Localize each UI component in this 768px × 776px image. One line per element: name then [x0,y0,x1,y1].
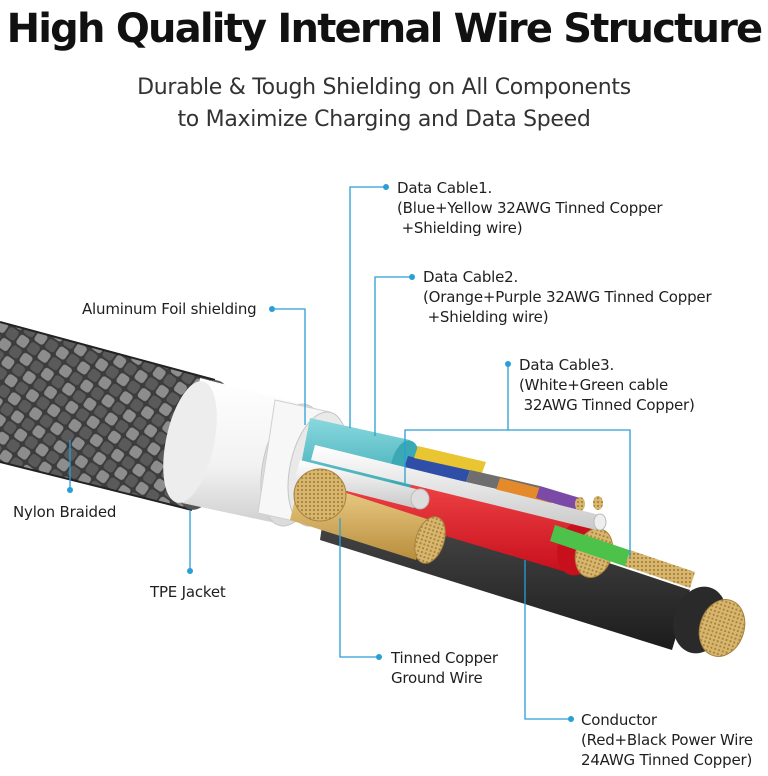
green-wire [550,525,695,588]
label-data-cable1-line2: (Blue+Yellow 32AWG Tinned Copper [397,199,663,217]
label-data-cable1-title: Data Cable1. [397,179,493,197]
leader-data-cable3-b [508,429,631,557]
label-data-cable2-line3: +Shielding wire) [423,308,549,326]
leader-aluminum-foil [273,308,306,425]
label-data-cable1: Data Cable1. (Blue+Yellow 32AWG Tinned C… [397,178,663,238]
leader-dot-data-cable2 [409,274,415,280]
label-conductor-title: Conductor [581,711,657,729]
data-wires [404,446,603,511]
label-data-cable3-line2: (White+Green cable [519,376,668,394]
label-aluminum-foil: Aluminum Foil shielding [82,300,257,318]
label-conductor-line3: 24AWG Tinned Copper) [581,751,753,769]
leader-data-cable2 [374,276,411,436]
label-data-cable2: Data Cable2. (Orange+Purple 32AWG Tinned… [423,267,712,327]
page-title: High Quality Internal Wire Structure [6,6,764,52]
leader-data-cable1 [349,186,385,428]
leader-ground-wire [339,518,378,658]
subtitle-line-1: Durable & Tough Shielding on All Compone… [137,75,631,100]
label-data-cable2-line2: (Orange+Purple 32AWG Tinned Copper [423,288,712,306]
leader-lines [67,184,631,722]
label-data-cable1-line3: +Shielding wire) [397,219,523,237]
leader-data-cable3 [404,365,509,483]
label-ground-wire-line2: Ground Wire [391,669,483,687]
label-data-cable2-title: Data Cable2. [423,268,519,286]
label-data-cable3-line3: 32AWG Tinned Copper) [519,396,695,414]
leader-conductor [524,592,570,720]
label-ground-wire-line1: Tinned Copper [391,649,498,667]
leader-dot-data-cable3 [505,361,511,367]
label-ground-wire: Tinned Copper Ground Wire [391,648,498,688]
leader-dot-conductor [568,716,574,722]
leader-dot-ground-wire [376,654,382,660]
label-nylon-braided: Nylon Braided [13,503,117,521]
subtitle-line-2: to Maximize Charging and Data Speed [177,107,591,132]
ground-wire [290,468,446,564]
leader-dot-data-cable1 [383,184,389,190]
label-conductor: Conductor (Red+Black Power Wire 24AWG Ti… [581,710,753,770]
label-tpe-jacket: TPE Jacket [150,583,226,601]
label-data-cable3-title: Data Cable3. [519,356,615,374]
label-data-cable3: Data Cable3. (White+Green cable 32AWG Ti… [519,355,695,415]
label-conductor-line2: (Red+Black Power Wire [581,731,753,749]
leader-dot-aluminum-foil [269,306,275,312]
leader-dot-tpe-jacket [187,568,193,574]
leader-dot-nylon-braided [67,487,73,493]
